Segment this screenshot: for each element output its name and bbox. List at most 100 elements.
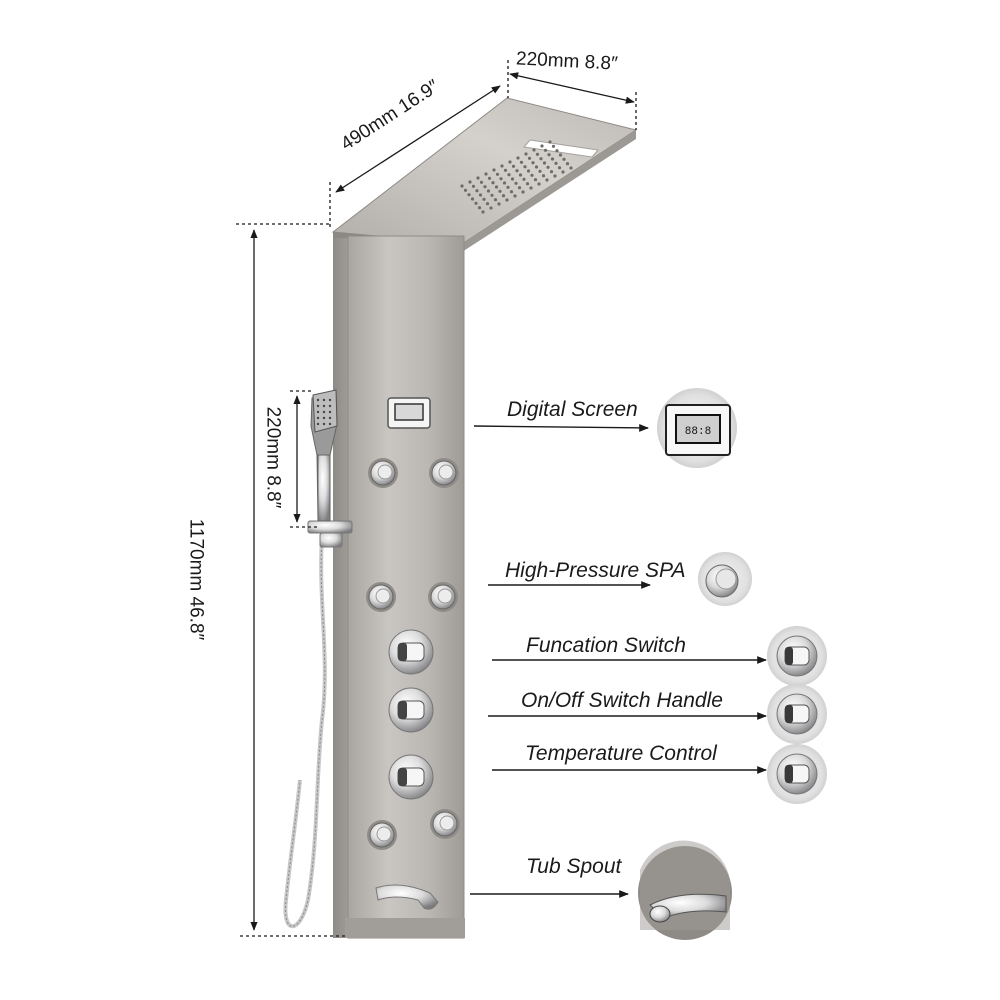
nozzle-dot <box>497 202 501 206</box>
nozzle-dot <box>468 180 472 184</box>
nozzle-dot <box>540 144 544 148</box>
hand-nozzle-dot <box>316 410 320 414</box>
nozzle-dot <box>511 164 516 168</box>
nozzle-dot <box>470 197 475 201</box>
hand-nozzle-dot <box>322 422 326 426</box>
nozzle-dot <box>533 178 538 182</box>
hand-nozzle-dot <box>322 404 326 408</box>
nozzle-dot <box>537 182 541 186</box>
nozzle-dot <box>487 176 492 180</box>
hand-nozzle-dot <box>328 416 332 420</box>
spa-jet <box>430 809 460 839</box>
nozzle-dot <box>492 168 496 172</box>
label-tub-spout: Tub Spout <box>526 855 622 878</box>
nozzle-dot <box>526 169 531 173</box>
hand-nozzle-dot <box>322 410 326 414</box>
label-function-switch: Funcation Switch <box>526 634 686 657</box>
switch-knob-icon <box>767 744 827 804</box>
hand-nozzle-dot <box>328 404 332 408</box>
nozzle-dot <box>541 174 546 178</box>
digital-display-icon: 88:8 <box>657 388 737 468</box>
nozzle-dot <box>546 165 550 169</box>
total-height-dimension: 1170mm 46.8″ <box>185 518 207 641</box>
dimension-lines <box>236 60 637 937</box>
hand-shower-height-dimension: 220mm 8.8″ <box>262 406 284 509</box>
nozzle-dot <box>484 172 488 176</box>
nozzle-dot <box>551 144 556 148</box>
nozzle-dot <box>500 164 504 168</box>
nozzle-dot <box>463 188 468 192</box>
nozzle-dot <box>503 168 508 172</box>
nozzle-dot <box>499 177 503 181</box>
nozzle-dot <box>523 165 527 169</box>
nozzle-dot <box>557 166 562 170</box>
nozzle-dot <box>550 157 555 161</box>
switch-knob <box>388 687 434 733</box>
nozzle-dot <box>467 193 471 197</box>
nozzle-dot <box>549 170 554 174</box>
hand-nozzle-dot <box>316 416 320 420</box>
top-width-dimension: 220mm 8.8″ <box>515 48 619 75</box>
spa-jet-icon <box>698 552 752 606</box>
hand-nozzle-dot <box>322 398 326 402</box>
nozzle-dot <box>539 157 543 161</box>
nozzle-dot <box>534 165 539 169</box>
nozzle-dot <box>495 172 500 176</box>
nozzle-dot <box>547 153 551 157</box>
hand-nozzle-dot <box>328 422 332 426</box>
nozzle-dot <box>489 206 493 210</box>
switch-knob-icon <box>767 684 827 744</box>
nozzle-dot <box>562 157 566 161</box>
nozzle-dot <box>538 169 542 173</box>
nozzle-dot <box>531 161 535 165</box>
nozzle-dot <box>530 173 534 177</box>
spa-jet <box>429 458 459 488</box>
nozzle-dot <box>554 161 558 165</box>
nozzle-dot <box>501 194 506 198</box>
tub-spout-icon <box>638 840 732 940</box>
spa-jet <box>367 820 397 850</box>
hand-nozzle-dot <box>316 422 320 426</box>
svg-text:88:8: 88:8 <box>685 426 711 438</box>
tub-spout-on-panel <box>375 884 439 910</box>
nozzle-dot <box>471 184 476 188</box>
switch-knob-icon <box>767 626 827 686</box>
nozzle-dot <box>513 194 517 198</box>
nozzle-dot <box>521 190 525 194</box>
nozzle-dot <box>498 189 502 193</box>
label-digital-screen: Digital Screen <box>507 398 638 421</box>
label-temperature-control: Temperature Control <box>525 742 717 765</box>
nozzle-dot <box>508 160 512 164</box>
nozzle-dot <box>486 189 491 193</box>
spa-jet <box>428 582 458 612</box>
hand-nozzle-dot <box>328 410 332 414</box>
label-high-pressure-spa: High-Pressure SPA <box>505 559 686 582</box>
nozzle-dot <box>543 148 548 152</box>
nozzle-dot <box>505 198 509 202</box>
nozzle-dot <box>493 198 498 202</box>
nozzle-dot <box>479 180 484 184</box>
label-on-off-switch-handle: On/Off Switch Handle <box>521 689 723 712</box>
digital-screen-on-panel <box>387 397 431 429</box>
nozzle-dot <box>507 173 511 177</box>
nozzle-dot <box>542 161 547 165</box>
nozzle-dot <box>525 182 530 186</box>
nozzle-dot <box>494 185 499 189</box>
switch-knob-icons <box>767 626 827 804</box>
nozzle-dot <box>524 152 528 156</box>
switch-knob <box>388 754 434 800</box>
nozzle-dot <box>545 178 549 182</box>
nozzle-dot <box>517 186 522 190</box>
nozzle-dot <box>474 201 478 205</box>
feature-pointers <box>470 423 767 898</box>
nozzle-dot <box>509 190 514 194</box>
nozzle-dot <box>529 186 533 190</box>
nozzle-dot <box>490 193 494 197</box>
spa-jet <box>368 458 398 488</box>
nozzle-dot <box>561 170 565 174</box>
nozzle-dot <box>569 166 573 170</box>
nozzle-dot <box>477 206 482 210</box>
hand-shower-nozzles <box>316 398 332 426</box>
nozzle-dot <box>476 176 480 180</box>
